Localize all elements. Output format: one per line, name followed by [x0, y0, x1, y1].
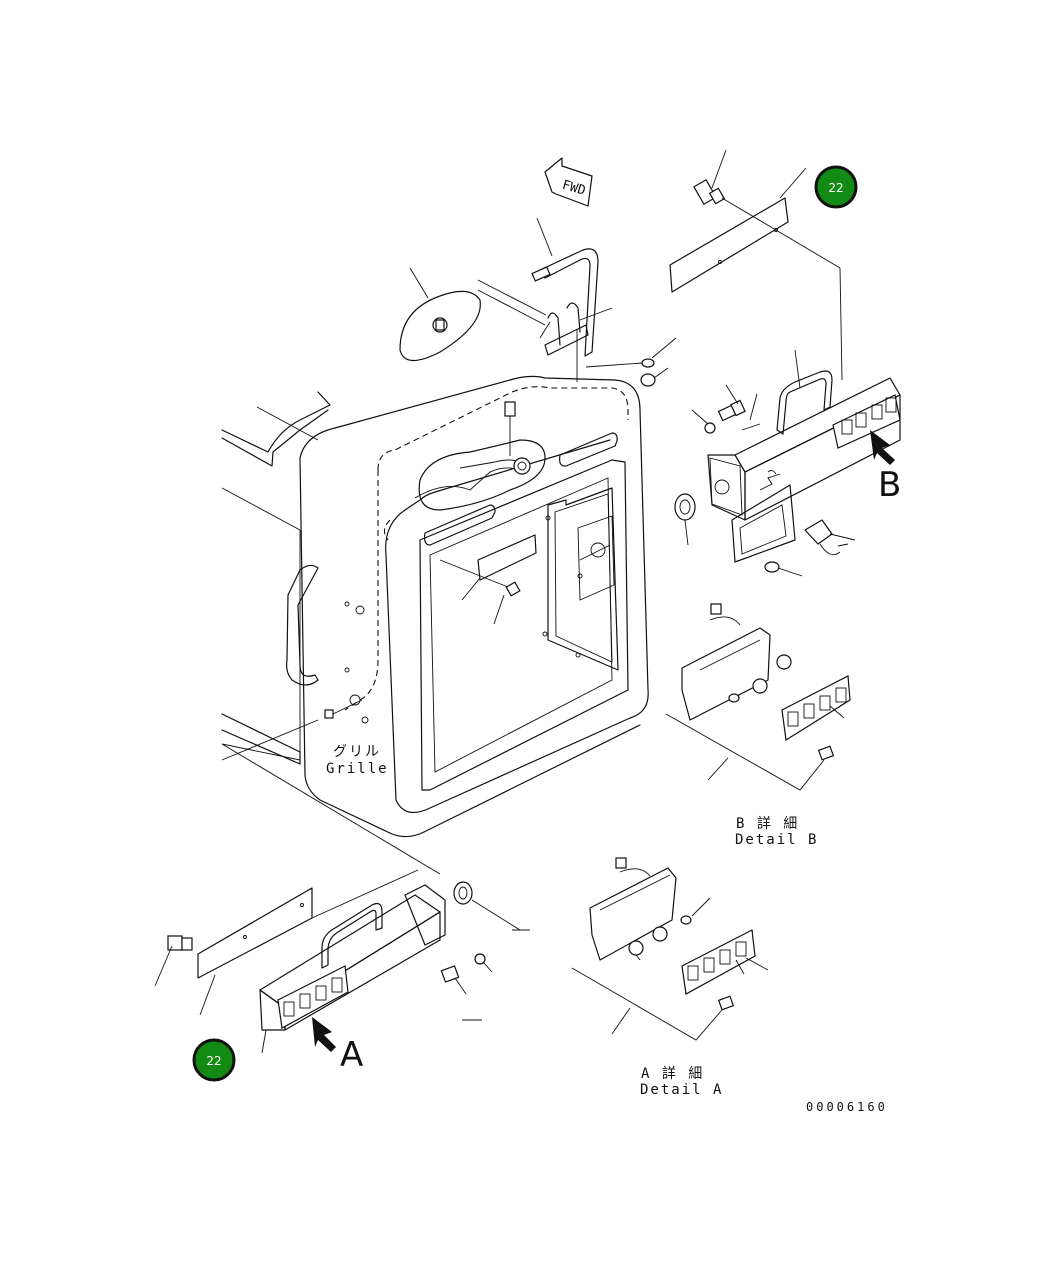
callout-a-label: A [340, 1035, 363, 1075]
badge-circle[interactable] [192, 1038, 236, 1082]
grille-frame [299, 375, 649, 838]
detail-a-label-jp: A 詳 細 [641, 1066, 704, 1082]
part-badge-top-right[interactable]: 22 [814, 165, 858, 209]
duct-assembly-b [674, 370, 901, 573]
grille-label-jp: グリル [333, 744, 381, 760]
side-handle [285, 564, 319, 686]
detail-b-label-en: Detail B [735, 832, 818, 848]
leader-lines [154, 149, 849, 1054]
handle-bar [531, 248, 599, 382]
grille-label-en: Grille [326, 761, 389, 777]
badge-number[interactable]: 22 [828, 181, 843, 195]
detail-b [665, 603, 851, 791]
duct-assembly-a [167, 869, 486, 1052]
detail-a [571, 857, 756, 1041]
drawing-number: 00006160 [806, 1100, 888, 1114]
detail-a-label-en: Detail A [640, 1082, 723, 1098]
detail-b-label-jp: B 詳 細 [736, 816, 799, 832]
callout-b-label: B [878, 465, 901, 505]
fwd-arrow: FWD [544, 157, 593, 207]
badge-number[interactable]: 22 [206, 1054, 221, 1068]
side-panel [221, 391, 441, 875]
badge-circle[interactable] [814, 165, 858, 209]
part-badge-bottom-left[interactable]: 22 [192, 1038, 236, 1082]
oval-plate [399, 290, 481, 362]
washers-top [585, 358, 656, 387]
cover-plate-top [669, 179, 843, 381]
fwd-label: FWD [560, 178, 587, 199]
